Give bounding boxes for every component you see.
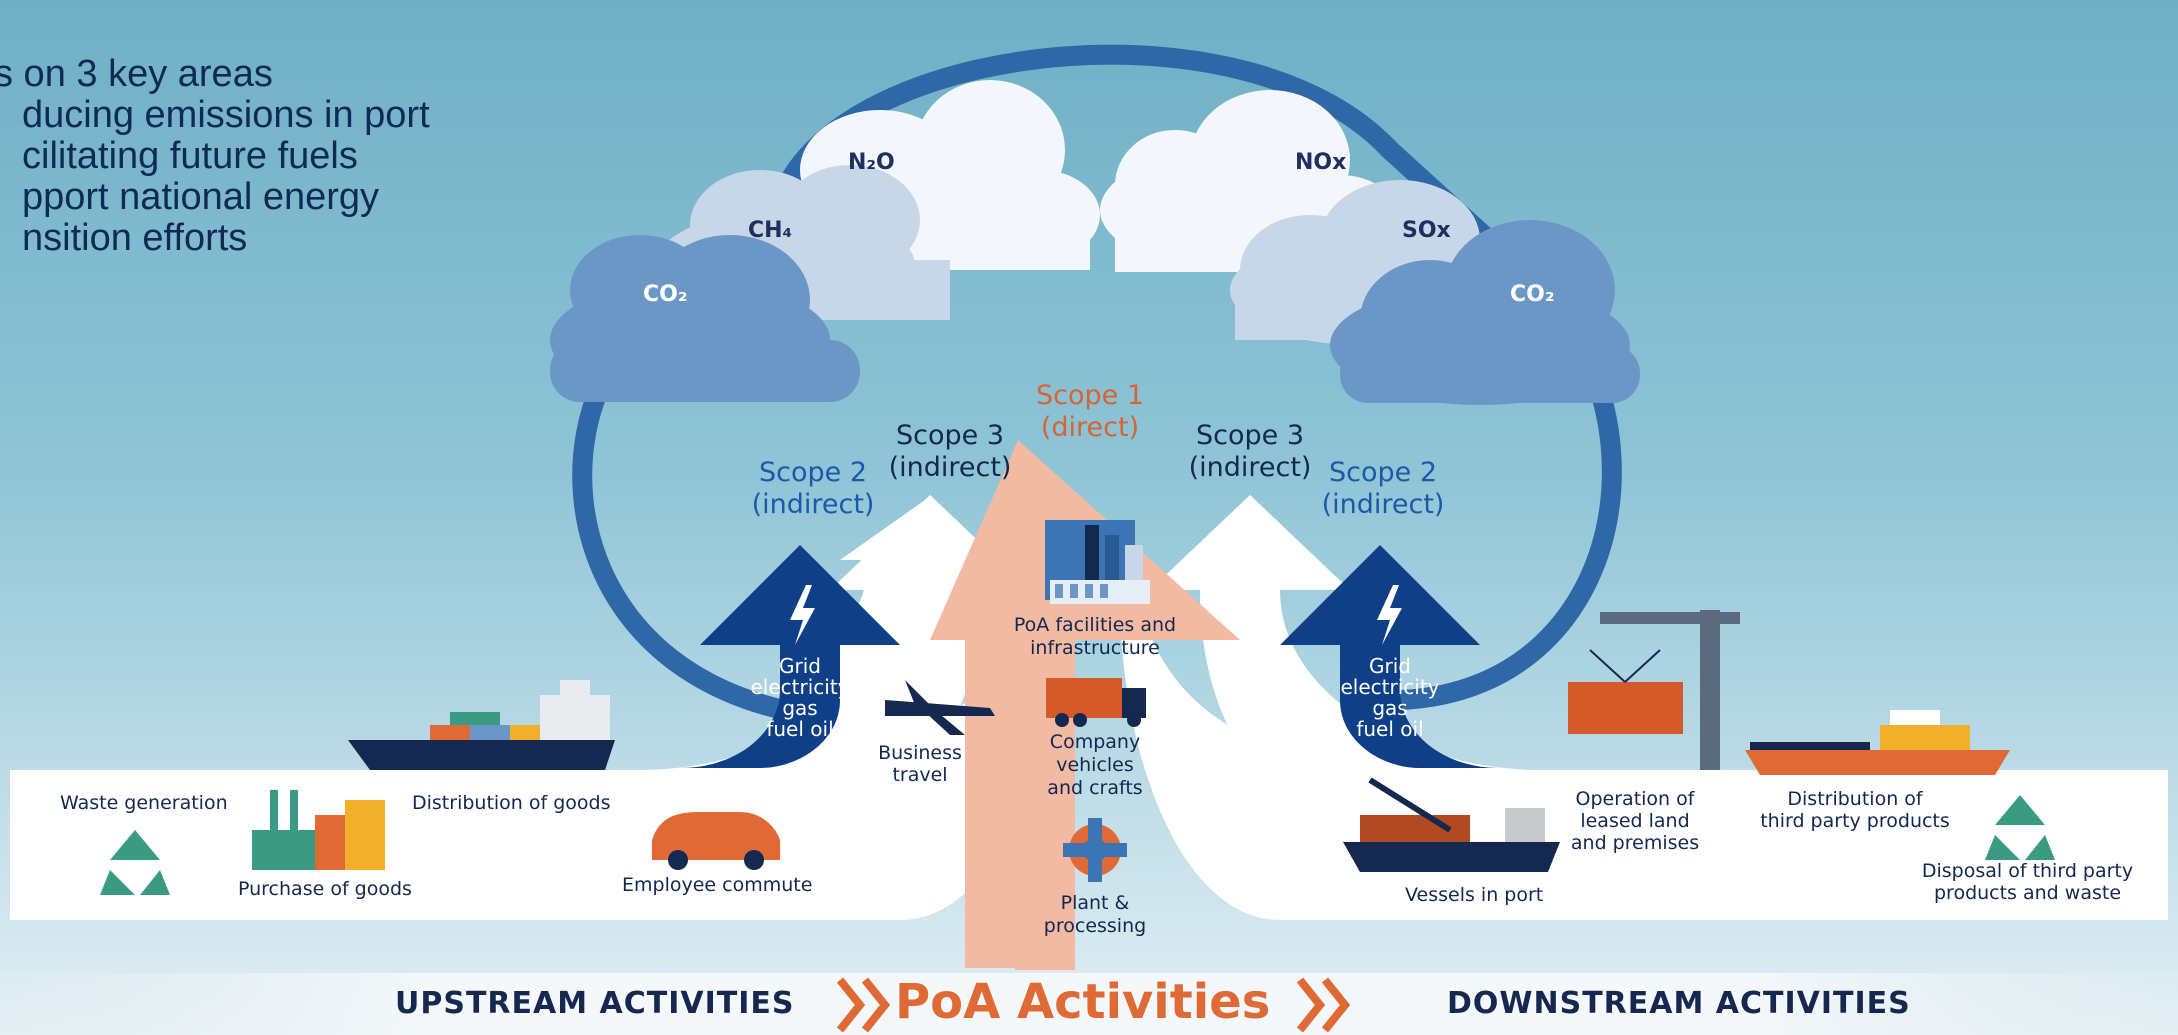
- scope2-left-arrow: [680, 545, 900, 768]
- chevrons-left: [836, 977, 891, 1033]
- company-truck-icon: [1046, 678, 1146, 727]
- recycle-right-icon: [1985, 795, 2055, 860]
- scope2-right-arrow: [1280, 545, 1500, 768]
- bolt-right: [1377, 585, 1402, 645]
- distribution-goods-label: Distribution of goods: [412, 792, 611, 814]
- vessels-in-port-label: Vessels in port: [1405, 884, 1544, 906]
- cloud-co2-right: [1330, 220, 1640, 405]
- cloud-co2-left: [550, 235, 860, 402]
- recycle-left-icon: [100, 830, 170, 895]
- cloud-label-n2o: N₂O: [848, 150, 895, 175]
- cloud-label-co2-left: CO₂: [643, 282, 688, 307]
- scope2-right-subtitle: (indirect): [1321, 489, 1445, 520]
- purchase-goods-label: Purchase of goods: [238, 878, 412, 900]
- cloud-label-nox: NOx: [1295, 150, 1347, 175]
- intro-text: s on 3 key areas ducing emissions in por…: [0, 54, 430, 259]
- energy-right-label: Grid electricity gas fuel oil: [1340, 656, 1440, 740]
- energy-right-line: electricity: [1340, 675, 1440, 699]
- leased-land-line: and premises: [1570, 832, 1700, 854]
- business-travel-line: Business: [878, 742, 962, 764]
- downstream-banner: DOWNSTREAM ACTIVITIES: [1447, 986, 1911, 1021]
- poa-vehicles-line: and crafts: [1047, 777, 1143, 799]
- intro-line: ducing emissions in port: [22, 94, 430, 136]
- bolt-left: [790, 585, 815, 645]
- scope1-title: Scope 1: [1035, 380, 1144, 411]
- poa-vehicles-line: Company: [1049, 731, 1141, 753]
- intro-line: s on 3 key areas: [0, 53, 273, 95]
- energy-right-line: gas: [1372, 696, 1408, 720]
- business-travel-line: travel: [892, 764, 948, 786]
- cloud-label-sox: SOx: [1402, 218, 1451, 243]
- scope3-right-label: Scope 3 (indirect): [1180, 420, 1320, 484]
- scope1-label: Scope 1 (direct): [1030, 380, 1150, 444]
- poa-facilities-line: infrastructure: [1030, 637, 1160, 659]
- poa-banner: PoA Activities: [895, 974, 1271, 1030]
- intro-line: nsition efforts: [22, 217, 248, 259]
- poa-plant-line: Plant &: [1060, 892, 1130, 914]
- plant-gear-icon: [1063, 818, 1127, 882]
- scope3-right-arrow-big: [1150, 495, 1540, 860]
- energy-left-line: electricity: [750, 675, 850, 699]
- scope2-left-subtitle: (indirect): [751, 489, 875, 520]
- banner-strip: [0, 973, 2178, 1035]
- scope3-left-subtitle: (indirect): [888, 452, 1012, 483]
- scope2-right-title: Scope 2: [1328, 457, 1437, 488]
- poa-plant-label: Plant & processing: [1030, 892, 1160, 938]
- crane-container-icon: [1568, 610, 1740, 770]
- poa-facilities-line: PoA facilities and: [1013, 614, 1177, 636]
- factory-purchase-icon: [252, 790, 385, 870]
- scope3-right-title: Scope 3: [1195, 420, 1304, 451]
- emissions-ring: [572, 44, 1622, 730]
- scope2-left-title: Scope 2: [758, 457, 867, 488]
- leased-land-line: leased land: [1580, 810, 1690, 832]
- third-party-line: Distribution of: [1787, 788, 1923, 810]
- poa-vehicles-line: vehicles: [1056, 754, 1134, 776]
- energy-right-line: fuel oil: [1356, 717, 1424, 741]
- energy-left-line: fuel oil: [766, 717, 834, 741]
- business-travel-label: Business travel: [870, 742, 970, 786]
- leased-land-label: Operation of leased land and premises: [1570, 788, 1700, 854]
- disposal-label: Disposal of third party products and was…: [1915, 860, 2140, 904]
- plane-icon: [885, 680, 995, 735]
- upstream-banner: UPSTREAM ACTIVITIES: [395, 986, 795, 1021]
- leased-land-line: Operation of: [1575, 788, 1695, 810]
- scope3-left-title: Scope 3: [895, 420, 1004, 451]
- intro-line: pport national energy: [22, 176, 380, 218]
- third-party-line: third party products: [1760, 810, 1950, 832]
- third-party-distribution-label: Distribution of third party products: [1760, 788, 1950, 832]
- crane-vessel-icon: [1343, 777, 1560, 872]
- poa-vehicles-label: Company vehicles and crafts: [1030, 731, 1160, 800]
- scope2-right-label: Scope 2 (indirect): [1318, 457, 1448, 521]
- scope3-left-arrow-big: [640, 495, 1030, 860]
- energy-left-line: Grid: [779, 654, 821, 678]
- waste-generation-label: Waste generation: [60, 792, 228, 814]
- energy-left-label: Grid electricity gas fuel oil: [750, 656, 850, 740]
- container-ship-left: [348, 680, 615, 770]
- scope3-left-label: Scope 3 (indirect): [880, 420, 1020, 484]
- employee-commute-label: Employee commute: [622, 874, 813, 896]
- poa-facilities-icon: [1045, 520, 1150, 604]
- scope2-left-label: Scope 2 (indirect): [748, 457, 878, 521]
- tanker-ship-icon: [1745, 710, 2010, 775]
- poa-plant-line: processing: [1043, 915, 1147, 937]
- disposal-line: products and waste: [1933, 882, 2122, 904]
- scope1-subtitle: (direct): [1040, 412, 1140, 443]
- cloud-label-co2-right: CO₂: [1510, 282, 1555, 307]
- poa-facilities-label: PoA facilities and infrastructure: [1000, 614, 1190, 660]
- car-icon: [652, 812, 780, 870]
- disposal-line: Disposal of third party: [1921, 860, 2134, 882]
- chevrons-right: [1296, 977, 1351, 1033]
- energy-right-line: Grid: [1369, 654, 1411, 678]
- scope3-right-subtitle: (indirect): [1188, 452, 1312, 483]
- cloud-label-ch4: CH₄: [748, 218, 793, 243]
- intro-line: cilitating future fuels: [22, 135, 358, 177]
- energy-left-line: gas: [782, 696, 818, 720]
